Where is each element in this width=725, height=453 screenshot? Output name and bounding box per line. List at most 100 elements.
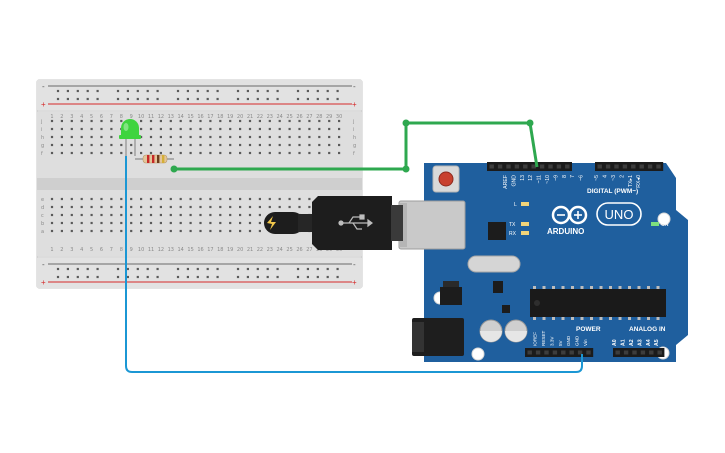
breadboard-hole[interactable] bbox=[169, 213, 172, 217]
header-socket[interactable] bbox=[614, 164, 619, 169]
rail-hole[interactable] bbox=[316, 267, 319, 271]
breadboard-hole[interactable] bbox=[159, 127, 162, 131]
breadboard-hole[interactable] bbox=[60, 221, 63, 225]
breadboard-hole[interactable] bbox=[100, 151, 103, 155]
breadboard-hole[interactable] bbox=[110, 135, 113, 139]
breadboard-hole[interactable] bbox=[298, 197, 301, 201]
header-socket[interactable] bbox=[561, 350, 566, 355]
breadboard-hole[interactable] bbox=[219, 127, 222, 131]
breadboard-hole[interactable] bbox=[338, 119, 341, 123]
rail-hole[interactable] bbox=[96, 89, 99, 93]
wire-bend-point[interactable] bbox=[402, 119, 410, 127]
breadboard-hole[interactable] bbox=[229, 151, 232, 155]
header-socket[interactable] bbox=[657, 350, 662, 355]
breadboard-hole[interactable] bbox=[80, 197, 83, 201]
rail-hole[interactable] bbox=[76, 267, 79, 271]
breadboard-hole[interactable] bbox=[149, 197, 153, 201]
rail-hole[interactable] bbox=[176, 267, 180, 271]
breadboard-hole[interactable] bbox=[90, 151, 93, 155]
breadboard-hole[interactable] bbox=[169, 127, 172, 131]
breadboard-hole[interactable] bbox=[179, 197, 182, 201]
rail-hole[interactable] bbox=[236, 89, 240, 93]
rail-hole[interactable] bbox=[186, 267, 189, 271]
rail-hole[interactable] bbox=[126, 89, 129, 93]
rail-hole[interactable] bbox=[146, 275, 149, 279]
rail-hole[interactable] bbox=[246, 275, 249, 279]
breadboard-hole[interactable] bbox=[179, 221, 182, 225]
rail-hole[interactable] bbox=[196, 97, 199, 101]
breadboard-hole[interactable] bbox=[50, 229, 54, 233]
breadboard-hole[interactable] bbox=[258, 221, 261, 225]
header-socket[interactable] bbox=[514, 164, 520, 169]
breadboard-hole[interactable] bbox=[179, 213, 182, 217]
rail-hole[interactable] bbox=[316, 89, 319, 93]
breadboard-hole[interactable] bbox=[60, 135, 63, 139]
breadboard-hole[interactable] bbox=[120, 143, 123, 147]
header-socket[interactable] bbox=[565, 164, 570, 169]
breadboard-hole[interactable] bbox=[268, 143, 271, 147]
rail-hole[interactable] bbox=[56, 89, 60, 93]
breadboard-hole[interactable] bbox=[80, 119, 83, 123]
breadboard-hole[interactable] bbox=[169, 119, 172, 123]
rail-hole[interactable] bbox=[316, 275, 319, 279]
breadboard-hole[interactable] bbox=[239, 119, 242, 123]
rail-hole[interactable] bbox=[196, 275, 199, 279]
breadboard-hole[interactable] bbox=[308, 135, 311, 139]
breadboard-hole[interactable] bbox=[90, 127, 93, 131]
breadboard-hole[interactable] bbox=[219, 135, 222, 139]
breadboard-hole[interactable] bbox=[179, 143, 182, 147]
reset-button[interactable] bbox=[438, 171, 454, 187]
header-socket[interactable] bbox=[577, 350, 583, 355]
breadboard-hole[interactable] bbox=[140, 127, 143, 131]
breadboard-hole[interactable] bbox=[258, 119, 261, 123]
breadboard-hole[interactable] bbox=[90, 119, 93, 123]
breadboard-hole[interactable] bbox=[318, 119, 321, 123]
rail-hole[interactable] bbox=[326, 275, 329, 279]
breadboard-hole[interactable] bbox=[298, 205, 301, 209]
breadboard-hole[interactable] bbox=[219, 119, 222, 123]
breadboard-hole[interactable] bbox=[278, 197, 281, 201]
breadboard-hole[interactable] bbox=[278, 151, 281, 155]
breadboard-hole[interactable] bbox=[328, 127, 331, 131]
breadboard-hole[interactable] bbox=[140, 197, 143, 201]
breadboard-hole[interactable] bbox=[219, 151, 222, 155]
breadboard-hole[interactable] bbox=[70, 213, 73, 217]
breadboard-hole[interactable] bbox=[258, 127, 261, 131]
breadboard-hole[interactable] bbox=[140, 119, 143, 123]
breadboard-hole[interactable] bbox=[229, 229, 232, 233]
breadboard-hole[interactable] bbox=[110, 127, 113, 131]
breadboard-hole[interactable] bbox=[189, 205, 192, 209]
header-socket[interactable] bbox=[649, 350, 654, 355]
rail-hole[interactable] bbox=[326, 267, 329, 271]
rail-hole[interactable] bbox=[76, 97, 79, 101]
breadboard-hole[interactable] bbox=[80, 229, 83, 233]
breadboard-hole[interactable] bbox=[219, 197, 222, 201]
breadboard-hole[interactable] bbox=[288, 143, 291, 147]
rail-hole[interactable] bbox=[86, 97, 89, 101]
blue-wire[interactable] bbox=[125, 156, 583, 373]
rail-hole[interactable] bbox=[206, 267, 209, 271]
breadboard-hole[interactable] bbox=[80, 213, 83, 217]
header-socket[interactable] bbox=[586, 350, 591, 355]
breadboard-hole[interactable] bbox=[189, 213, 192, 217]
breadboard-hole[interactable] bbox=[328, 135, 331, 139]
breadboard-hole[interactable] bbox=[80, 135, 83, 139]
breadboard-hole[interactable] bbox=[318, 127, 321, 131]
breadboard-hole[interactable] bbox=[199, 229, 202, 233]
breadboard-hole[interactable] bbox=[298, 151, 301, 155]
rail-hole[interactable] bbox=[276, 97, 279, 101]
breadboard-hole[interactable] bbox=[159, 197, 162, 201]
breadboard-hole[interactable] bbox=[110, 213, 113, 217]
breadboard-hole[interactable] bbox=[199, 127, 202, 131]
rail-hole[interactable] bbox=[246, 267, 249, 271]
rail-hole[interactable] bbox=[216, 275, 219, 279]
breadboard-hole[interactable] bbox=[268, 127, 271, 131]
breadboard-hole[interactable] bbox=[209, 205, 212, 209]
breadboard-hole[interactable] bbox=[199, 151, 202, 155]
breadboard-hole[interactable] bbox=[239, 151, 242, 155]
breadboard-hole[interactable] bbox=[288, 197, 291, 201]
rail-hole[interactable] bbox=[336, 97, 339, 101]
breadboard-hole[interactable] bbox=[248, 213, 252, 217]
breadboard-hole[interactable] bbox=[130, 213, 133, 217]
